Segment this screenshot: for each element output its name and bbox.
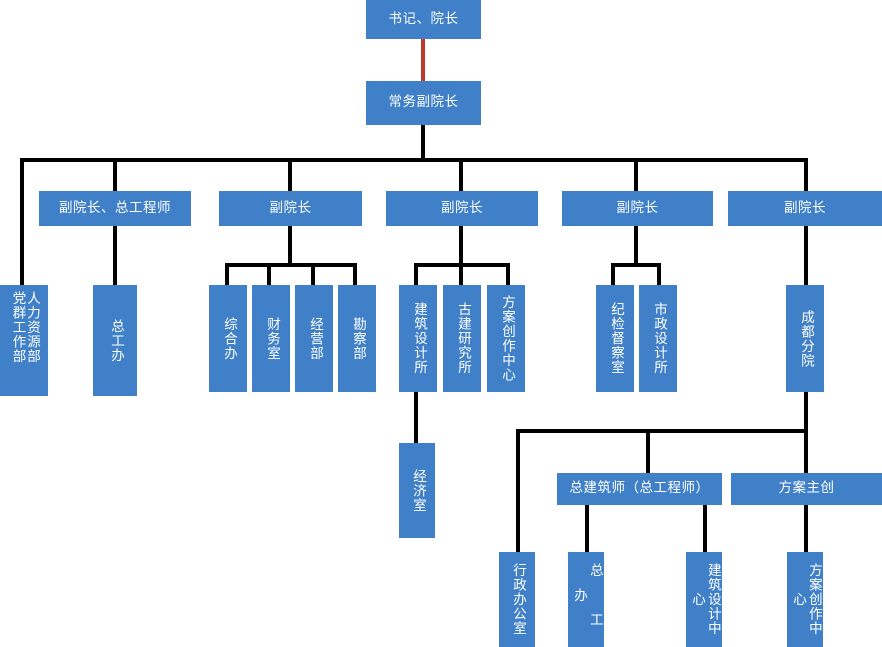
edge-vice-chief-engineer-to-chief-eng-office: [113, 225, 117, 286]
node-admin-office[interactable]: 行政办公室: [499, 552, 535, 647]
node-general-office[interactable]: 综合办: [209, 285, 247, 392]
node-scheme-creation-center[interactable]: 方案创作中心: [487, 285, 525, 392]
node-vice-3[interactable]: 副院长: [386, 191, 538, 226]
edge-chief-architect-to-cd-chief-eng-office: [585, 505, 589, 553]
node-chengdu-branch[interactable]: 成都分院: [786, 285, 824, 392]
edge-vice-4-drop: [634, 225, 638, 265]
node-finance-office[interactable]: 财务室: [252, 285, 290, 392]
edge-vice-3-drop: [459, 225, 463, 265]
edge-chengdu-branch-drop: [804, 392, 808, 432]
node-arch-design-institute[interactable]: 建筑设计所: [399, 285, 437, 392]
edge-bus-to-vice-5: [804, 158, 808, 192]
edge-arch-design-institute-to-economics-office: [414, 392, 418, 444]
edge-vice-2-to-operations-dept: [311, 263, 315, 286]
edge-scheme-lead-to-cd-scheme-creation-center: [804, 505, 808, 553]
edge-chengdu-to-chief-architect: [646, 429, 650, 474]
edge-vice-3-to-ancient-arch-institute: [459, 263, 463, 286]
node-director[interactable]: 书记、院长: [366, 0, 481, 39]
node-municipal-design-institute[interactable]: 市政设计所: [639, 285, 677, 392]
edge-vice-4-bus: [611, 263, 661, 267]
edge-exec-vice-drop: [421, 125, 425, 162]
node-cd-scheme-creation-center[interactable]: 方案创作中心: [787, 552, 823, 647]
edge-bus-to-vice-3: [459, 158, 463, 192]
node-discipline-office[interactable]: 纪检督察室: [596, 285, 634, 392]
edge-chengdu-to-scheme-lead: [804, 429, 808, 474]
edge-vice-2-bus: [225, 263, 357, 267]
node-exec-vice[interactable]: 常务副院长: [366, 81, 481, 125]
node-vice-4[interactable]: 副院长: [562, 191, 713, 226]
edge-vice-4-to-discipline-office: [611, 263, 615, 286]
node-scheme-lead[interactable]: 方案主创: [731, 473, 882, 505]
edge-vice-5-to-chengdu-branch: [804, 225, 808, 286]
edge-vice-2-drop: [288, 225, 292, 265]
node-vice-2[interactable]: 副院长: [219, 191, 362, 226]
edge-bus-to-hr-party: [20, 158, 24, 286]
edge-vice-2-to-general-office: [225, 263, 229, 286]
edge-vice-3-to-arch-design-institute: [414, 263, 418, 286]
edge-vice-2-to-finance-office: [267, 263, 271, 286]
node-chief-eng-office[interactable]: 总工办: [93, 285, 137, 396]
node-chief-architect[interactable]: 总建筑师（总工程师）: [557, 473, 722, 505]
edge-chengdu-to-admin-office: [516, 429, 520, 553]
edge-bus-to-vice-4: [634, 158, 638, 192]
edge-director-to-exec-vice: [421, 39, 425, 81]
edge-bus-to-vice-chief-engineer: [113, 158, 117, 192]
node-cd-chief-eng-office[interactable]: 总 工 办: [568, 552, 604, 647]
node-economics-office[interactable]: 经济室: [399, 443, 435, 538]
hr-party-columns: 人力资源部 党群工作部: [9, 285, 41, 396]
edge-chengdu-bus: [516, 429, 808, 433]
node-survey-dept[interactable]: 勘察部: [338, 285, 376, 392]
edge-chief-architect-to-cd-arch-design-center: [703, 505, 707, 553]
node-vice-chief-engineer[interactable]: 副院长、总工程师: [39, 191, 191, 226]
node-cd-arch-design-center[interactable]: 建筑设计中心: [686, 552, 722, 647]
node-vice-5[interactable]: 副院长: [728, 191, 882, 226]
node-hr-party-dept[interactable]: 人力资源部 党群工作部: [0, 285, 48, 396]
node-hr-dept-label: 人力资源部: [24, 291, 40, 364]
node-ancient-arch-institute[interactable]: 古建研究所: [443, 285, 481, 392]
edge-bus-to-vice-2: [288, 158, 292, 192]
edge-main-bus: [20, 158, 808, 162]
node-party-dept-label: 党群工作部: [9, 291, 26, 364]
node-operations-dept[interactable]: 经营部: [295, 285, 333, 392]
edge-vice-4-to-municipal-design-institute: [657, 263, 661, 286]
edge-vice-3-to-scheme-creation-center: [506, 263, 510, 286]
edge-vice-2-to-survey-dept: [353, 263, 357, 286]
